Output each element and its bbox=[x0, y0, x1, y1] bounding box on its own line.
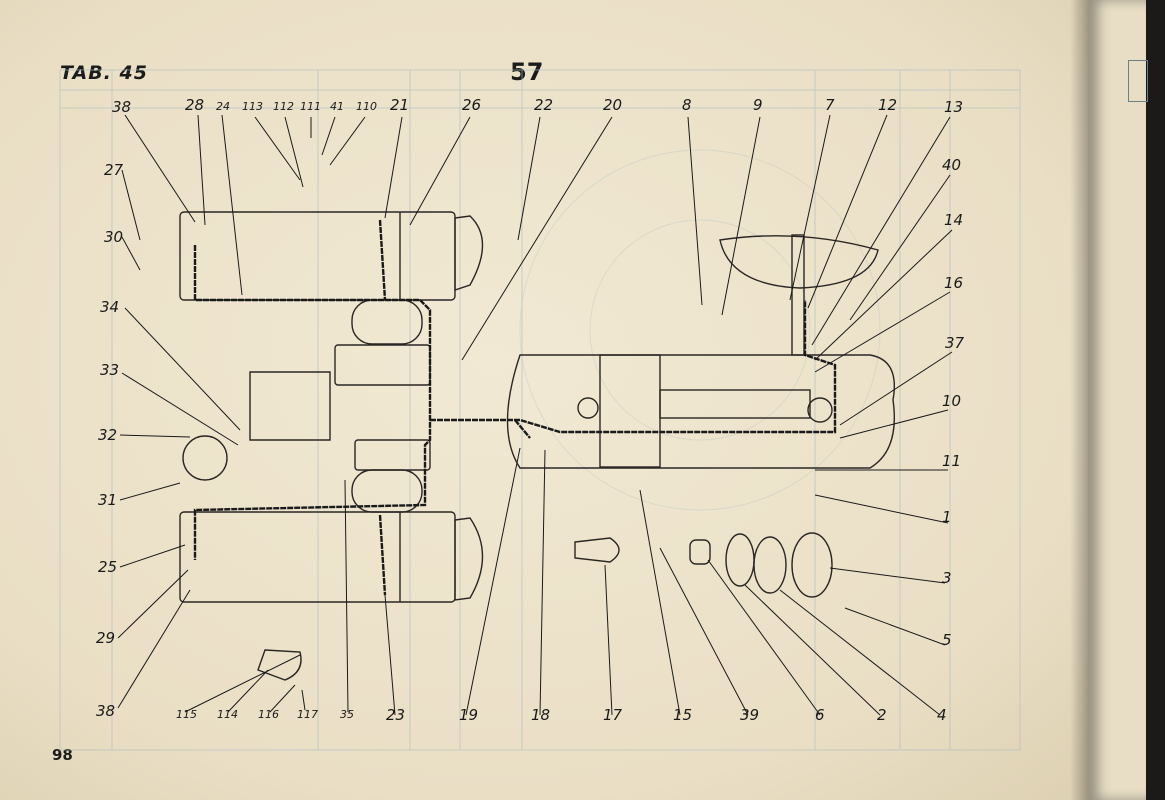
rear-frame bbox=[249, 371, 331, 441]
callout-12: 12 bbox=[878, 96, 897, 114]
callout-8: 8 bbox=[682, 96, 692, 114]
callout-24: 24 bbox=[216, 100, 230, 113]
callout-4: 4 bbox=[937, 706, 947, 724]
headlamp-ring bbox=[791, 532, 833, 598]
callout-22: 22 bbox=[534, 96, 553, 114]
callout-114: 114 bbox=[217, 708, 238, 721]
table-number: TAB. 45 bbox=[60, 62, 148, 84]
callout-10: 10 bbox=[942, 392, 961, 410]
callout-15: 15 bbox=[673, 706, 692, 724]
callout-30: 30 bbox=[104, 228, 123, 246]
headlamp-rim-top bbox=[719, 235, 879, 289]
wire-harness bbox=[193, 219, 837, 596]
main-body bbox=[506, 354, 895, 469]
bleed-through-table bbox=[59, 69, 1021, 751]
callout-33: 33 bbox=[100, 361, 119, 379]
callout-11: 11 bbox=[942, 452, 961, 470]
callout-29: 29 bbox=[96, 629, 115, 647]
callout-41: 41 bbox=[330, 100, 344, 113]
callout-25: 25 bbox=[98, 558, 117, 576]
callout-116: 116 bbox=[258, 708, 279, 721]
callout-31: 31 bbox=[98, 491, 117, 509]
steering-head bbox=[807, 397, 833, 423]
book-gutter bbox=[1070, 0, 1092, 800]
callout-113: 113 bbox=[242, 100, 263, 113]
reflector bbox=[725, 533, 755, 587]
tail-lamp bbox=[257, 649, 302, 681]
callout-19: 19 bbox=[459, 706, 478, 724]
callout-9: 9 bbox=[753, 96, 763, 114]
callout-28: 28 bbox=[185, 96, 204, 114]
next-page-edge bbox=[1088, 0, 1148, 800]
callout-13: 13 bbox=[944, 98, 963, 116]
callout-37: 37 bbox=[945, 334, 965, 352]
magneto bbox=[182, 435, 228, 481]
callout-23: 23 bbox=[386, 706, 405, 724]
battery-box bbox=[599, 354, 661, 468]
callout-111: 111 bbox=[300, 100, 321, 113]
figure-number: 57 bbox=[510, 58, 544, 86]
callout-3: 3 bbox=[942, 569, 952, 587]
engine-top bbox=[334, 344, 431, 386]
callout-38-lower: 38 bbox=[96, 702, 115, 720]
callout-117: 117 bbox=[297, 708, 318, 721]
callout-112: 112 bbox=[273, 100, 294, 113]
callout-1: 1 bbox=[942, 508, 952, 526]
callout-14: 14 bbox=[944, 211, 963, 229]
callout-18: 18 bbox=[531, 706, 550, 724]
wiring-diagram: 38 28 24 113 112 111 41 110 21 26 22 20 … bbox=[59, 69, 1021, 751]
callout-17: 17 bbox=[603, 706, 623, 724]
callout-40: 40 bbox=[942, 156, 961, 174]
callout-27: 27 bbox=[104, 161, 124, 179]
horn bbox=[574, 537, 620, 563]
callout-35: 35 bbox=[340, 708, 354, 721]
callout-2: 2 bbox=[877, 706, 887, 724]
callout-38: 38 bbox=[112, 98, 131, 116]
callout-16: 16 bbox=[944, 274, 963, 292]
callout-110: 110 bbox=[356, 100, 377, 113]
callout-20: 20 bbox=[603, 96, 622, 114]
callout-7: 7 bbox=[825, 96, 835, 114]
callout-26: 26 bbox=[462, 96, 481, 114]
upper-lamp-housing bbox=[454, 215, 484, 291]
catalog-page: TAB. 45 57 98 bbox=[0, 0, 1095, 800]
callout-21: 21 bbox=[390, 96, 409, 114]
callout-6: 6 bbox=[815, 706, 825, 724]
callout-39: 39 bbox=[740, 706, 759, 724]
callout-5: 5 bbox=[942, 631, 952, 649]
callout-32: 32 bbox=[98, 426, 117, 444]
callout-34: 34 bbox=[100, 298, 119, 316]
leader-lines bbox=[117, 114, 953, 716]
callout-115: 115 bbox=[176, 708, 197, 721]
